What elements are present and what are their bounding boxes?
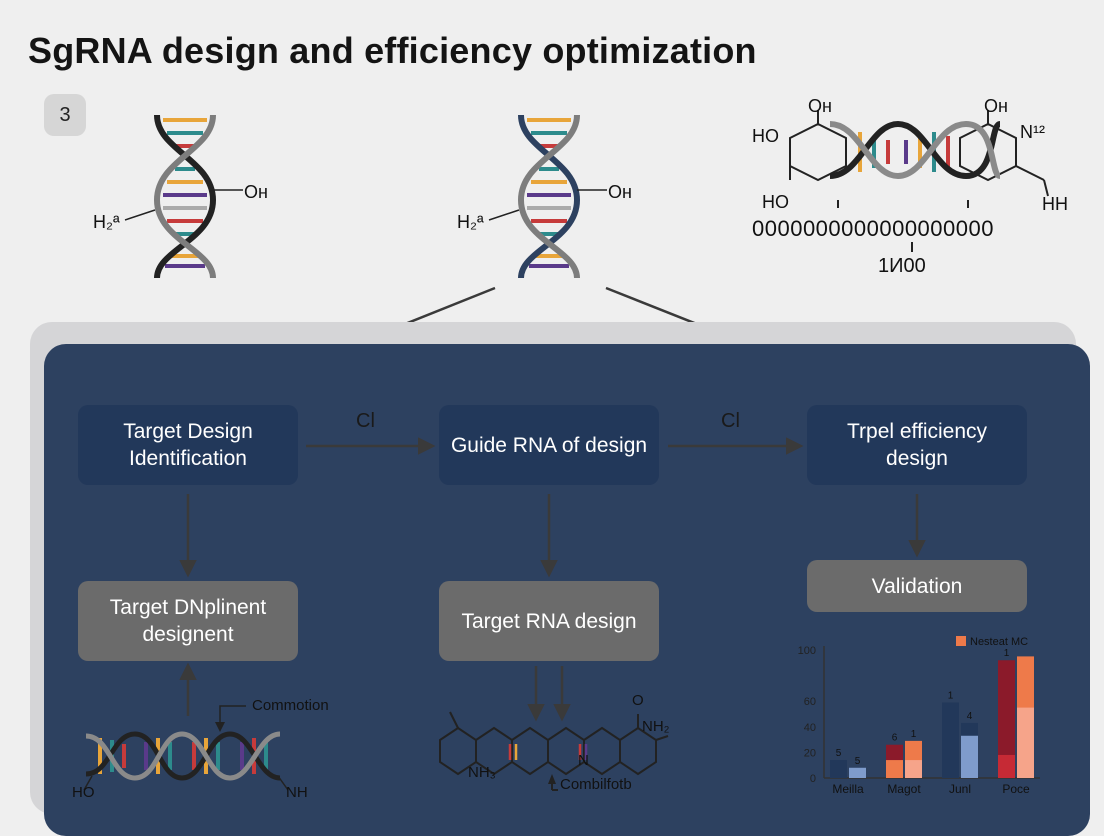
bottom-center-o: O [632, 692, 644, 709]
bottom-left-ho: HO [72, 784, 95, 801]
bottom-left-nh: NH [286, 784, 308, 801]
chart-bar-segment [961, 735, 978, 778]
dna-helix-center-icon [488, 114, 607, 279]
bottom-center-n: N [578, 752, 589, 769]
chart-legend-label: Nesteat MC [970, 636, 1028, 648]
chart-x-tick: Junl [949, 782, 971, 796]
chart-data-label: 1 [948, 690, 954, 701]
chart-y-tick: 100 [798, 645, 816, 657]
chart-x-tick: Meilla [832, 782, 864, 796]
chart-bar [942, 702, 959, 778]
chart-y-tick: 60 [804, 696, 816, 708]
mol-right-ho: HO [752, 126, 779, 146]
mol-left-label-b: Oн [244, 182, 268, 202]
mol-right-oh-right: Oн [984, 96, 1008, 116]
chart-data-label: 5 [855, 756, 861, 767]
chart-y-tick: 20 [804, 747, 816, 759]
box-target-rna: Target RNA design [439, 581, 659, 661]
arrow-label-left: Cl [356, 410, 375, 432]
chart-bar-segment [905, 760, 922, 778]
dna-helix-left-icon [124, 114, 243, 279]
mol-right-n12: N¹² [1020, 122, 1045, 142]
chart-data-label: 1 [1004, 648, 1010, 659]
chart-bar-segment [998, 754, 1015, 778]
mol-center-label-a: H₂ª [457, 212, 484, 232]
box-trpel-efficiency: Trpel efficiency design [807, 405, 1027, 485]
chart-bar-segment [1017, 707, 1034, 778]
mol-right-oh-left: Oн [808, 96, 832, 116]
callout-combilfotb: Combilfotb [560, 776, 632, 793]
molecule-right-icon [789, 110, 1049, 252]
chart-x-tick: Magot [887, 782, 921, 796]
chart-bar [849, 767, 866, 778]
mol-right-number: 1И00 [878, 255, 926, 277]
mol-right-digits: 0000000000000000000 [752, 216, 994, 241]
mol-right-hh: HH [1042, 194, 1068, 214]
chart-y-tick: 0 [810, 773, 816, 785]
arrow-label-right: Cl [721, 410, 740, 432]
box-validation: Validation [807, 560, 1027, 612]
chart-bar [998, 660, 1015, 778]
chart-y-tick: 40 [804, 722, 816, 734]
bottom-center-nh2: NH₂ [642, 718, 670, 735]
box-guide-rna: Guide RNA of design [439, 405, 659, 485]
step-badge: 3 [44, 94, 86, 136]
chart-bar [830, 760, 847, 778]
page-title: SgRNA design and efficiency optimization [28, 30, 757, 71]
chart-legend-swatch [956, 636, 966, 646]
mol-center-label-b: Oн [608, 182, 632, 202]
chart-data-label: 1 [911, 729, 917, 740]
mol-right-ho2: HO [762, 192, 789, 212]
chart-x-tick: Poce [1002, 782, 1030, 796]
chart-data-label: 4 [967, 711, 973, 722]
box-target-design: Target Design Identification [78, 405, 298, 485]
box-target-dnplinent: Target DNplinent designent [78, 581, 298, 661]
callout-commotion: Commotion [252, 697, 329, 714]
mol-left-label-a: H₂ª [93, 212, 120, 232]
bottom-center-nh3: NH₃ [468, 764, 496, 781]
chart-data-label: 5 [836, 748, 842, 759]
chart-bar-segment [886, 760, 903, 778]
chart-data-label: 6 [892, 733, 898, 744]
